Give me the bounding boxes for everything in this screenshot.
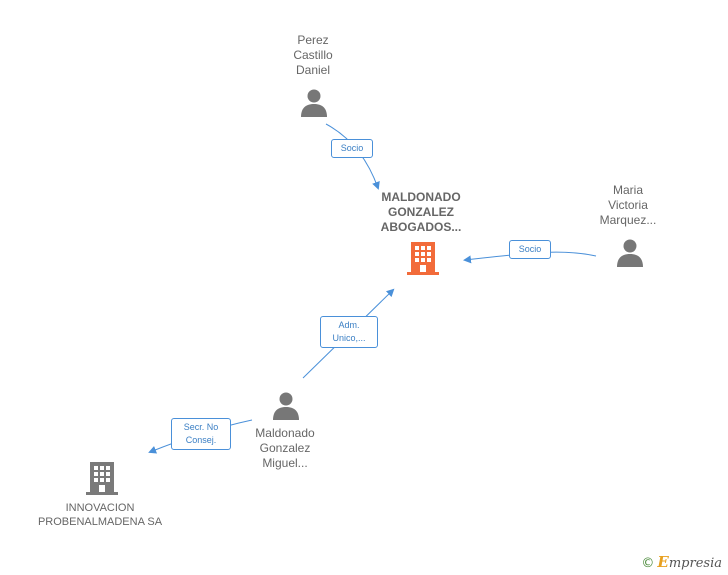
person-icon[interactable]: [615, 238, 645, 268]
node-label-perez[interactable]: Perez Castillo Daniel: [293, 33, 333, 77]
person-icon[interactable]: [271, 391, 301, 421]
edge-label-maria-socio[interactable]: Socio: [509, 240, 551, 259]
person-icon[interactable]: [299, 88, 329, 118]
brand-footer: ©Empresia: [641, 553, 722, 571]
copyright-icon: ©: [641, 556, 655, 571]
edge-label-perez-socio[interactable]: Socio: [331, 139, 373, 158]
edge-label-miguel-adm[interactable]: Adm. Unico,...: [320, 316, 378, 348]
brand-logo-text: mpresia: [668, 556, 722, 571]
node-label-maldonado-miguel[interactable]: Maldonado Gonzalez Miguel...: [255, 426, 315, 470]
node-label-main-company[interactable]: MALDONADO GONZALEZ ABOGADOS...: [380, 190, 462, 234]
node-label-innovacion[interactable]: INNOVACION PROBENALMADENA SA: [37, 502, 163, 528]
edge-label-miguel-secr[interactable]: Secr. No Consej.: [171, 418, 231, 450]
node-label-maria[interactable]: Maria Victoria Marquez...: [599, 183, 657, 227]
brand-logo-initial: E: [657, 553, 669, 571]
building-icon[interactable]: [407, 240, 439, 276]
building-icon[interactable]: [86, 460, 118, 496]
